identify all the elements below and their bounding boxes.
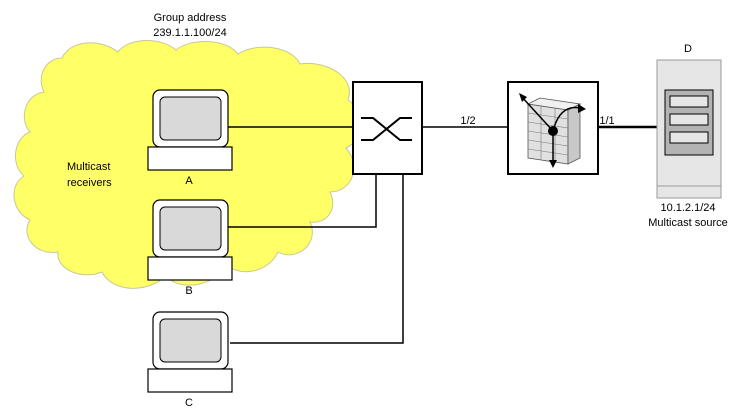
source-role: Multicast source [648, 217, 727, 229]
host-d-label: D [684, 43, 692, 55]
host-b-label: B [185, 285, 192, 297]
switch-icon [352, 81, 423, 175]
link-b-switch [228, 174, 377, 228]
port-label-1-1: 1/1 [599, 115, 614, 127]
port-label-1-2: 1/2 [460, 115, 475, 127]
link-c-switch [230, 174, 404, 344]
host-a-label: A [185, 175, 193, 187]
server-icon [656, 59, 722, 199]
network-links [228, 125, 657, 344]
firewall-router-icon [507, 81, 599, 175]
host-c-computer-icon [147, 311, 233, 393]
host-a-computer-icon [147, 89, 233, 171]
host-b-computer-icon [147, 199, 233, 281]
group-address-title: Group address [154, 12, 227, 24]
host-c-label: C [185, 397, 193, 407]
cloud-label-line1: Multicast [67, 161, 110, 173]
source-address: 10.1.2.1/24 [660, 202, 715, 214]
cloud-label-line2: receivers [67, 177, 112, 189]
group-address-value: 239.1.1.100/24 [153, 27, 226, 39]
